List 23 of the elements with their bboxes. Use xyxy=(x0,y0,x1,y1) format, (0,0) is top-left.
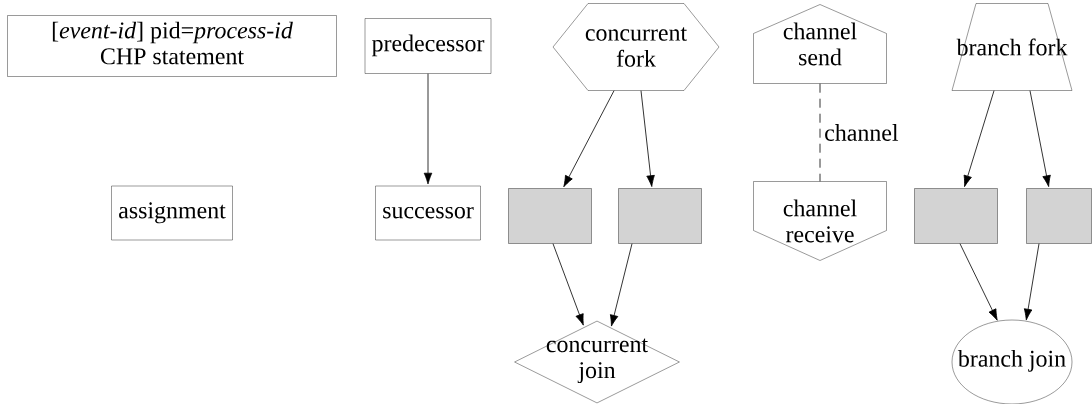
arrow xyxy=(609,243,633,327)
arrow xyxy=(552,243,584,326)
empty-box xyxy=(914,188,998,244)
arrow xyxy=(1023,243,1040,321)
edge-label: channel xyxy=(825,124,899,141)
arrow xyxy=(1029,90,1051,187)
arrow xyxy=(563,90,615,188)
arrow xyxy=(959,243,998,321)
send-pentagon: channel send xyxy=(753,4,887,84)
empty-box xyxy=(618,188,702,244)
arrow xyxy=(423,73,433,185)
fork-hexagon: concurrent fork xyxy=(552,3,720,91)
arrow xyxy=(640,90,655,187)
fork-trapezoid: branch fork xyxy=(951,3,1073,91)
statement-box: [event-id] pid=process-id CHP statement xyxy=(7,15,337,77)
empty-box xyxy=(1026,188,1092,244)
statement-box: successor xyxy=(375,185,481,241)
receive-pentagon: channel receive xyxy=(753,181,887,261)
empty-box xyxy=(508,188,592,244)
statement-box: assignment xyxy=(111,185,233,241)
connector-line xyxy=(819,83,821,182)
arrow xyxy=(963,90,995,187)
statement-box: predecessor xyxy=(364,18,492,74)
